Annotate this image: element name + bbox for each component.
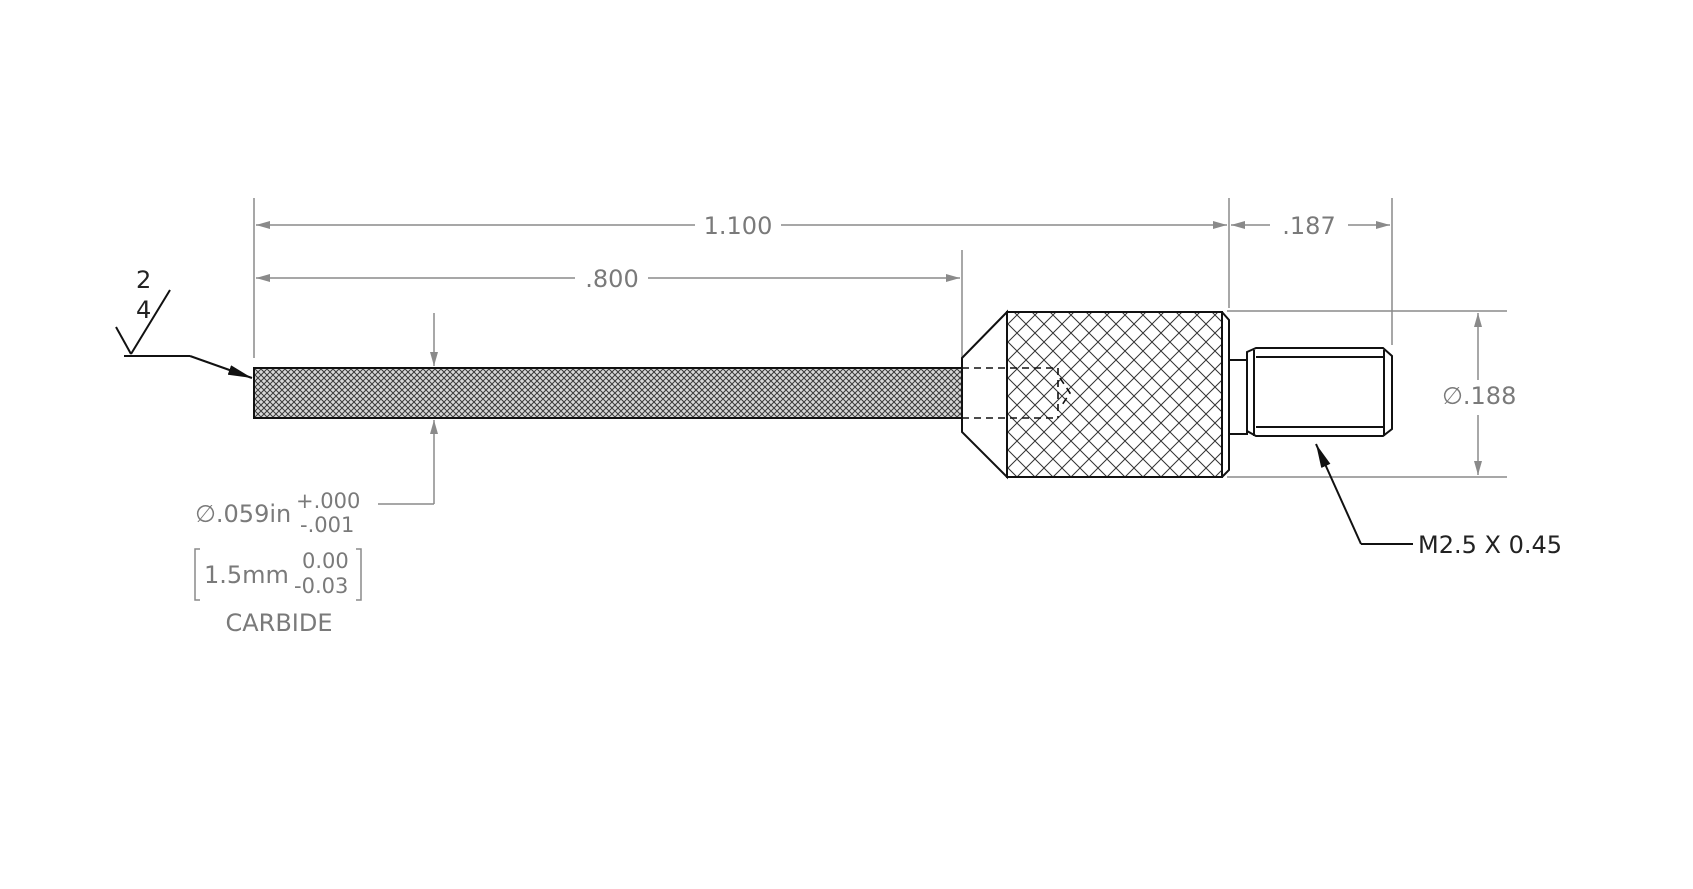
- tip-diameter-callout: ∅.059in +.000 -.001 1.5mm 0.00 -0.03 CAR…: [194, 489, 362, 637]
- tip-diameter-in: .059in: [216, 500, 291, 528]
- svg-text:∅.059in: ∅.059in: [195, 500, 291, 528]
- carbide-shank: [253, 367, 963, 419]
- dimension-shank-length: .800: [256, 265, 960, 293]
- tip-tol-upper-in: +.000: [296, 489, 360, 513]
- dimension-body-diameter: ∅.188: [1442, 313, 1516, 475]
- surface-finish-symbol: 2 4: [115, 266, 253, 379]
- tip-diameter-mm: 1.5mm: [204, 561, 289, 589]
- overall-length-label: 1.100: [704, 212, 773, 240]
- thread-callout: M2.5 X 0.45: [1315, 443, 1562, 559]
- thread-length-label: .187: [1282, 212, 1335, 240]
- thread-spec-label: M2.5 X 0.45: [1418, 531, 1562, 559]
- body-diameter-label: .188: [1463, 382, 1516, 410]
- dimension-overall-length: 1.100: [256, 212, 1227, 240]
- surface-finish-bottom: 4: [136, 296, 151, 324]
- thread-neck: [1228, 359, 1248, 435]
- surface-finish-top: 2: [136, 266, 151, 294]
- tip-diameter-arrows: [378, 313, 438, 505]
- svg-text:∅.188: ∅.188: [1442, 382, 1516, 410]
- diameter-symbol: ∅: [1442, 382, 1463, 410]
- chamfer-cone: [961, 309, 1008, 480]
- material-label: CARBIDE: [225, 609, 332, 637]
- tip-tol-upper-mm: 0.00: [302, 549, 349, 573]
- extension-lines: [253, 198, 1507, 478]
- tip-tol-lower-mm: -0.03: [294, 574, 348, 598]
- knurled-body: [1006, 311, 1223, 478]
- threaded-stud: [1246, 347, 1393, 437]
- dimension-thread-length: .187: [1231, 212, 1390, 240]
- stylus-part: [253, 309, 1393, 480]
- tip-tol-lower-in: -.001: [300, 513, 354, 537]
- shank-length-label: .800: [585, 265, 638, 293]
